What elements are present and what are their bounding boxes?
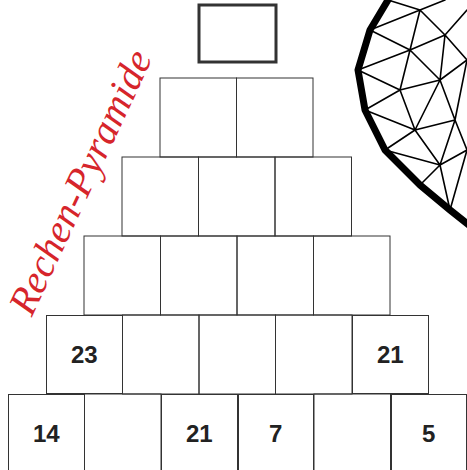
pyramid-number: 23 xyxy=(71,341,98,369)
empty-box xyxy=(123,315,200,394)
number-box: 7 xyxy=(238,394,315,470)
stone-outline xyxy=(358,0,467,226)
empty-box xyxy=(85,394,162,470)
stone-illustration xyxy=(358,0,467,226)
number-box: 5 xyxy=(391,394,467,470)
pyramid-number: 21 xyxy=(186,420,213,448)
empty-box xyxy=(237,78,314,157)
pyramid-number: 21 xyxy=(377,341,404,369)
empty-box xyxy=(276,315,353,394)
pyramid-number: 7 xyxy=(269,420,282,448)
empty-box xyxy=(237,236,314,315)
empty-box xyxy=(199,157,276,236)
stone-fill xyxy=(358,0,467,226)
number-box: 23 xyxy=(46,315,123,394)
empty-box xyxy=(122,157,199,236)
number-box: 14 xyxy=(8,394,85,470)
number-box: 21 xyxy=(352,315,429,394)
pyramid-number: 5 xyxy=(422,420,435,448)
empty-box xyxy=(314,236,391,315)
number-box: 21 xyxy=(161,394,238,470)
top-box xyxy=(199,5,276,62)
empty-box xyxy=(199,315,276,394)
empty-box xyxy=(161,236,238,315)
empty-box xyxy=(160,78,237,157)
empty-box xyxy=(84,236,161,315)
empty-box xyxy=(275,157,352,236)
pyramid-number: 14 xyxy=(33,420,60,448)
empty-box xyxy=(314,394,391,470)
pyramid-title: Rechen-Pyramide xyxy=(0,42,162,322)
